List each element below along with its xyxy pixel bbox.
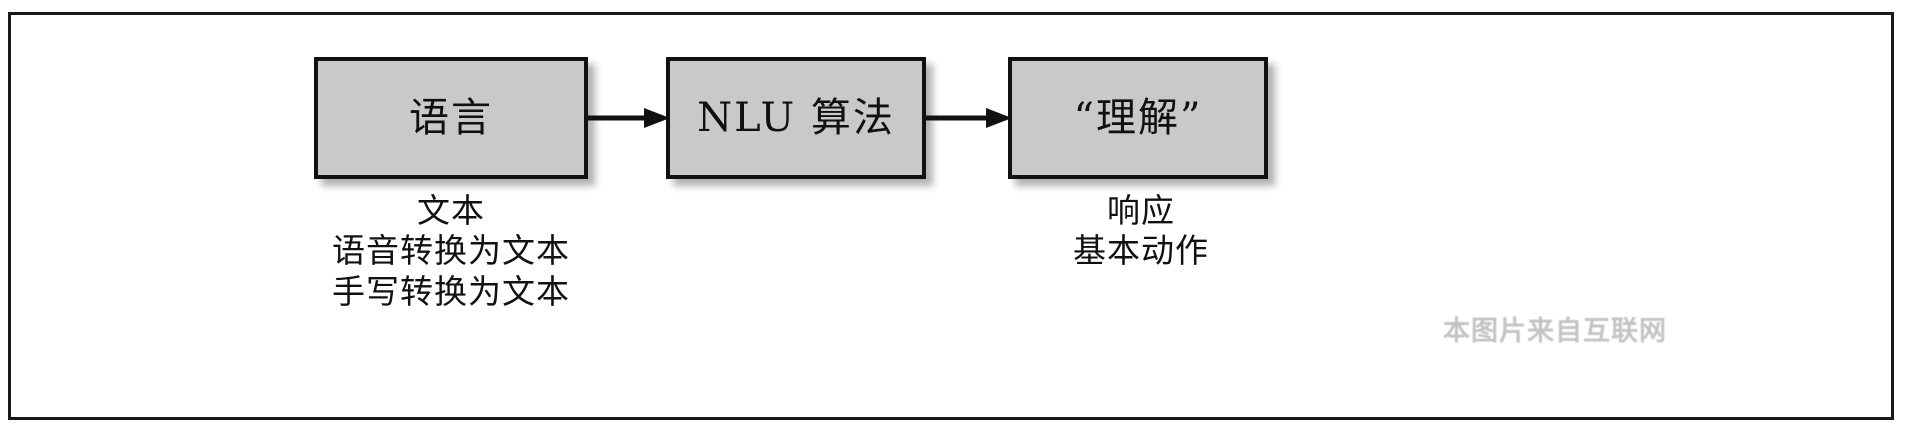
caption-output-line-1: 响应	[1107, 191, 1175, 230]
caption-output: 响应 基本动作	[941, 191, 1341, 272]
flow-box-language[interactable]: 语言	[314, 57, 588, 179]
flow-box-nlu[interactable]: NLU 算法	[666, 57, 926, 179]
diagram-frame: 语言 NLU 算法 “理解” 文本 语音转换为文本 手写转换为文本 响应	[8, 12, 1894, 420]
arrow-nlu-to-understanding	[924, 108, 1012, 128]
caption-input-line-3: 手写转换为文本	[332, 271, 570, 311]
arrow-language-to-nlu	[586, 108, 670, 128]
caption-input: 文本 语音转换为文本 手写转换为文本	[251, 191, 651, 312]
caption-input-line-1: 文本	[417, 191, 485, 230]
flow-box-nlu-label: NLU 算法	[697, 95, 895, 141]
flow-box-understanding-label: “理解”	[1073, 95, 1203, 141]
flow-box-understanding[interactable]: “理解”	[1008, 57, 1268, 179]
flow-box-language-label: 语言	[409, 95, 493, 141]
watermark-text: 本图片来自互联网	[1443, 316, 1667, 347]
caption-output-line-2: 基本动作	[1073, 231, 1209, 271]
caption-input-line-2: 语音转换为文本	[332, 231, 570, 271]
